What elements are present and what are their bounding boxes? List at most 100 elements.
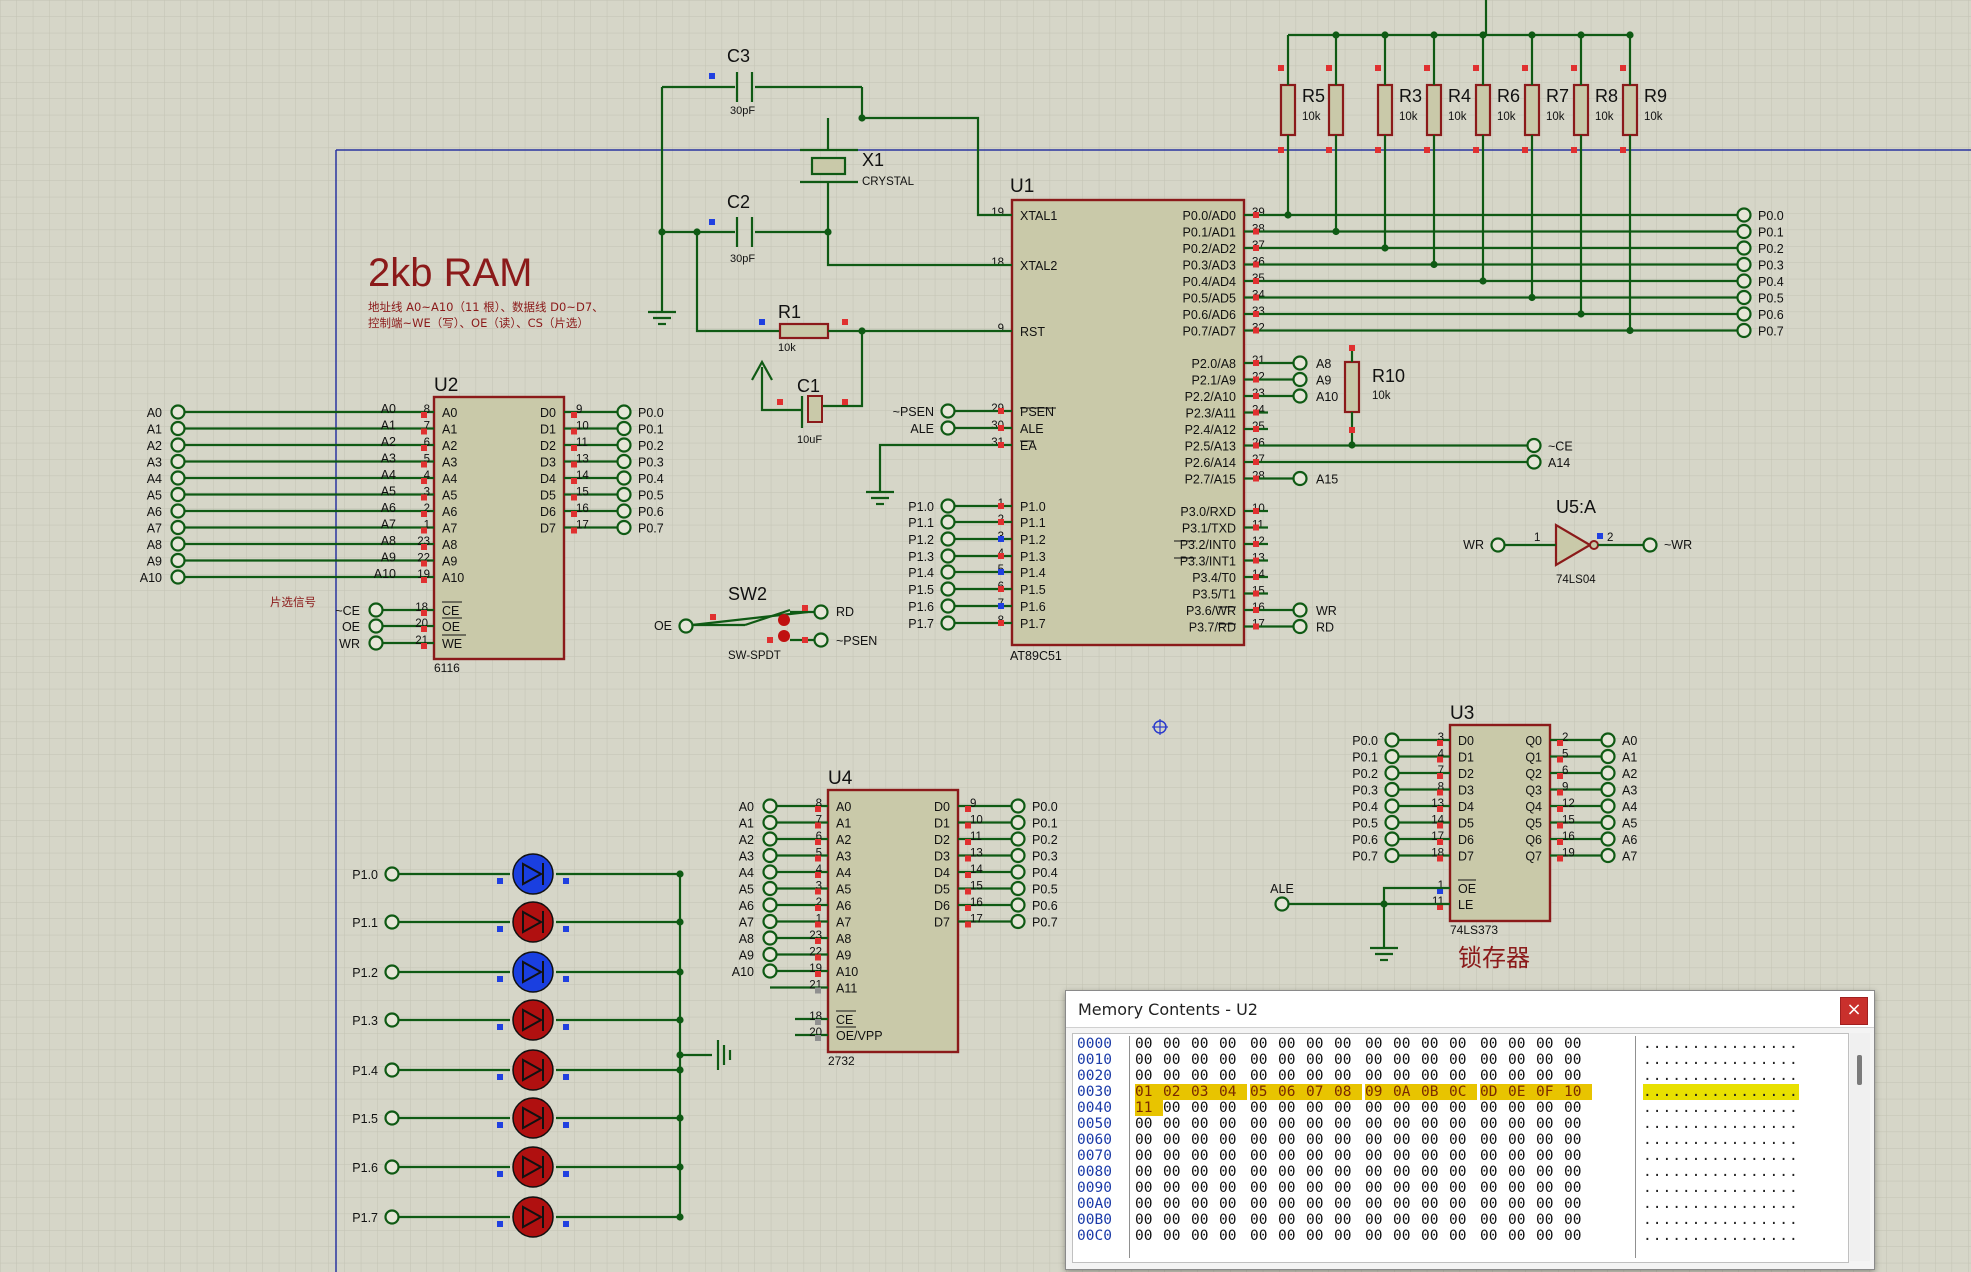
- memory-byte[interactable]: 00: [1480, 1068, 1498, 1084]
- memory-byte[interactable]: 00: [1250, 1132, 1268, 1148]
- memory-byte[interactable]: 00: [1278, 1116, 1296, 1132]
- memory-byte[interactable]: 00: [1393, 1052, 1411, 1068]
- x1-crystal[interactable]: [810, 156, 847, 176]
- memory-byte[interactable]: 00: [1334, 1036, 1352, 1052]
- u1-terminal[interactable]: [940, 498, 956, 514]
- u2-address-terminal[interactable]: [170, 470, 186, 486]
- memory-byte[interactable]: 00: [1219, 1164, 1237, 1180]
- memory-byte[interactable]: 00: [1306, 1036, 1324, 1052]
- memory-byte[interactable]: 00: [1334, 1212, 1352, 1228]
- u2-address-terminal[interactable]: [170, 453, 186, 470]
- memory-byte[interactable]: 00: [1449, 1148, 1467, 1164]
- memory-byte[interactable]: 00: [1536, 1068, 1554, 1084]
- memory-byte[interactable]: 00: [1334, 1068, 1352, 1084]
- memory-byte[interactable]: 11: [1135, 1100, 1163, 1116]
- u4-data-terminal[interactable]: [1010, 880, 1026, 897]
- memory-byte[interactable]: 00: [1219, 1100, 1237, 1116]
- memory-byte[interactable]: 00: [1421, 1148, 1439, 1164]
- memory-byte[interactable]: 00: [1278, 1228, 1296, 1244]
- memory-byte[interactable]: 00: [1334, 1116, 1352, 1132]
- u3-input-terminal[interactable]: [1384, 798, 1400, 814]
- memory-byte[interactable]: 08: [1334, 1084, 1362, 1100]
- memory-byte[interactable]: 00: [1564, 1036, 1582, 1052]
- memory-byte[interactable]: 00: [1306, 1068, 1324, 1084]
- memory-byte[interactable]: 00: [1480, 1148, 1498, 1164]
- memory-byte[interactable]: 00: [1191, 1132, 1209, 1148]
- u2-address-terminal[interactable]: [170, 420, 186, 437]
- u4-data-terminal[interactable]: [1010, 798, 1026, 814]
- memory-byte[interactable]: 00: [1135, 1228, 1153, 1244]
- u4-address-terminal[interactable]: [762, 864, 778, 880]
- memory-byte[interactable]: 00: [1191, 1212, 1209, 1228]
- memory-byte[interactable]: 00: [1334, 1132, 1352, 1148]
- memory-byte[interactable]: 00: [1135, 1036, 1153, 1052]
- led-diode[interactable]: [512, 999, 554, 1041]
- memory-byte[interactable]: 00: [1135, 1164, 1153, 1180]
- led-terminal[interactable]: [384, 1209, 400, 1225]
- u3-output-terminal[interactable]: [1600, 814, 1616, 831]
- memory-byte[interactable]: 00: [1480, 1228, 1498, 1244]
- u4-address-terminal[interactable]: [762, 880, 778, 897]
- u3-input-terminal[interactable]: [1384, 814, 1400, 831]
- u1-terminal[interactable]: [940, 581, 956, 597]
- memory-byte[interactable]: 00: [1278, 1196, 1296, 1212]
- u3-input-terminal[interactable]: [1384, 847, 1400, 864]
- memory-byte[interactable]: 00: [1278, 1036, 1296, 1052]
- memory-byte[interactable]: 00: [1306, 1100, 1324, 1116]
- u3-output-terminal[interactable]: [1600, 831, 1616, 847]
- memory-byte[interactable]: 00: [1191, 1196, 1209, 1212]
- memory-byte[interactable]: 00: [1278, 1180, 1296, 1196]
- u4-address-terminal[interactable]: [762, 847, 778, 864]
- u3-output-terminal[interactable]: [1600, 748, 1616, 765]
- pullup-resistor[interactable]: [1327, 83, 1345, 137]
- memory-byte[interactable]: 00: [1564, 1100, 1582, 1116]
- memory-byte[interactable]: 00: [1163, 1068, 1181, 1084]
- memory-byte[interactable]: 00: [1163, 1132, 1181, 1148]
- memory-byte[interactable]: 00: [1278, 1164, 1296, 1180]
- memory-byte[interactable]: 00: [1191, 1100, 1209, 1116]
- memory-byte[interactable]: 00: [1219, 1180, 1237, 1196]
- memory-byte[interactable]: 00: [1536, 1100, 1554, 1116]
- memory-byte[interactable]: 00: [1219, 1196, 1237, 1212]
- memory-byte[interactable]: 00: [1365, 1228, 1383, 1244]
- memory-byte[interactable]: 00: [1508, 1100, 1526, 1116]
- u4-address-terminal[interactable]: [762, 913, 778, 930]
- p0-terminal[interactable]: [1736, 207, 1752, 223]
- u5-out-terminal[interactable]: [1642, 537, 1658, 553]
- memory-byte[interactable]: 0D: [1480, 1084, 1508, 1100]
- memory-byte[interactable]: 00: [1393, 1148, 1411, 1164]
- u3-output-terminal[interactable]: [1600, 847, 1616, 864]
- memory-byte[interactable]: 00: [1163, 1148, 1181, 1164]
- sw2-rd-terminal[interactable]: [813, 604, 829, 620]
- memory-byte[interactable]: 00: [1365, 1052, 1383, 1068]
- u4-address-terminal[interactable]: [762, 798, 778, 814]
- u3-output-terminal[interactable]: [1600, 732, 1616, 748]
- led-terminal[interactable]: [384, 1062, 400, 1078]
- memory-byte[interactable]: 00: [1278, 1132, 1296, 1148]
- memory-byte[interactable]: 00: [1480, 1180, 1498, 1196]
- u2-data-terminal[interactable]: [616, 453, 632, 470]
- memory-byte[interactable]: 00: [1365, 1132, 1383, 1148]
- u2-data-terminal[interactable]: [616, 519, 632, 536]
- memory-byte[interactable]: 00: [1365, 1164, 1383, 1180]
- p0-terminal[interactable]: [1736, 273, 1752, 289]
- u4-data-terminal[interactable]: [1010, 831, 1026, 847]
- memory-byte[interactable]: 00: [1135, 1212, 1153, 1228]
- led-diode[interactable]: [512, 951, 554, 993]
- u4-data-terminal[interactable]: [1010, 864, 1026, 880]
- sw2-psen-terminal[interactable]: [813, 632, 829, 648]
- memory-byte[interactable]: 00: [1163, 1228, 1181, 1244]
- memory-byte[interactable]: 00: [1421, 1100, 1439, 1116]
- u1-terminal[interactable]: [940, 548, 956, 564]
- memory-byte[interactable]: 00: [1508, 1196, 1526, 1212]
- memory-byte[interactable]: 05: [1250, 1084, 1278, 1100]
- memory-byte[interactable]: 00: [1480, 1100, 1498, 1116]
- u4-address-terminal[interactable]: [762, 946, 778, 963]
- p0-terminal[interactable]: [1736, 256, 1752, 273]
- u2-data-terminal[interactable]: [616, 486, 632, 503]
- memory-byte[interactable]: 06: [1278, 1084, 1306, 1100]
- memory-byte[interactable]: 00: [1250, 1100, 1268, 1116]
- memory-byte[interactable]: 00: [1135, 1196, 1153, 1212]
